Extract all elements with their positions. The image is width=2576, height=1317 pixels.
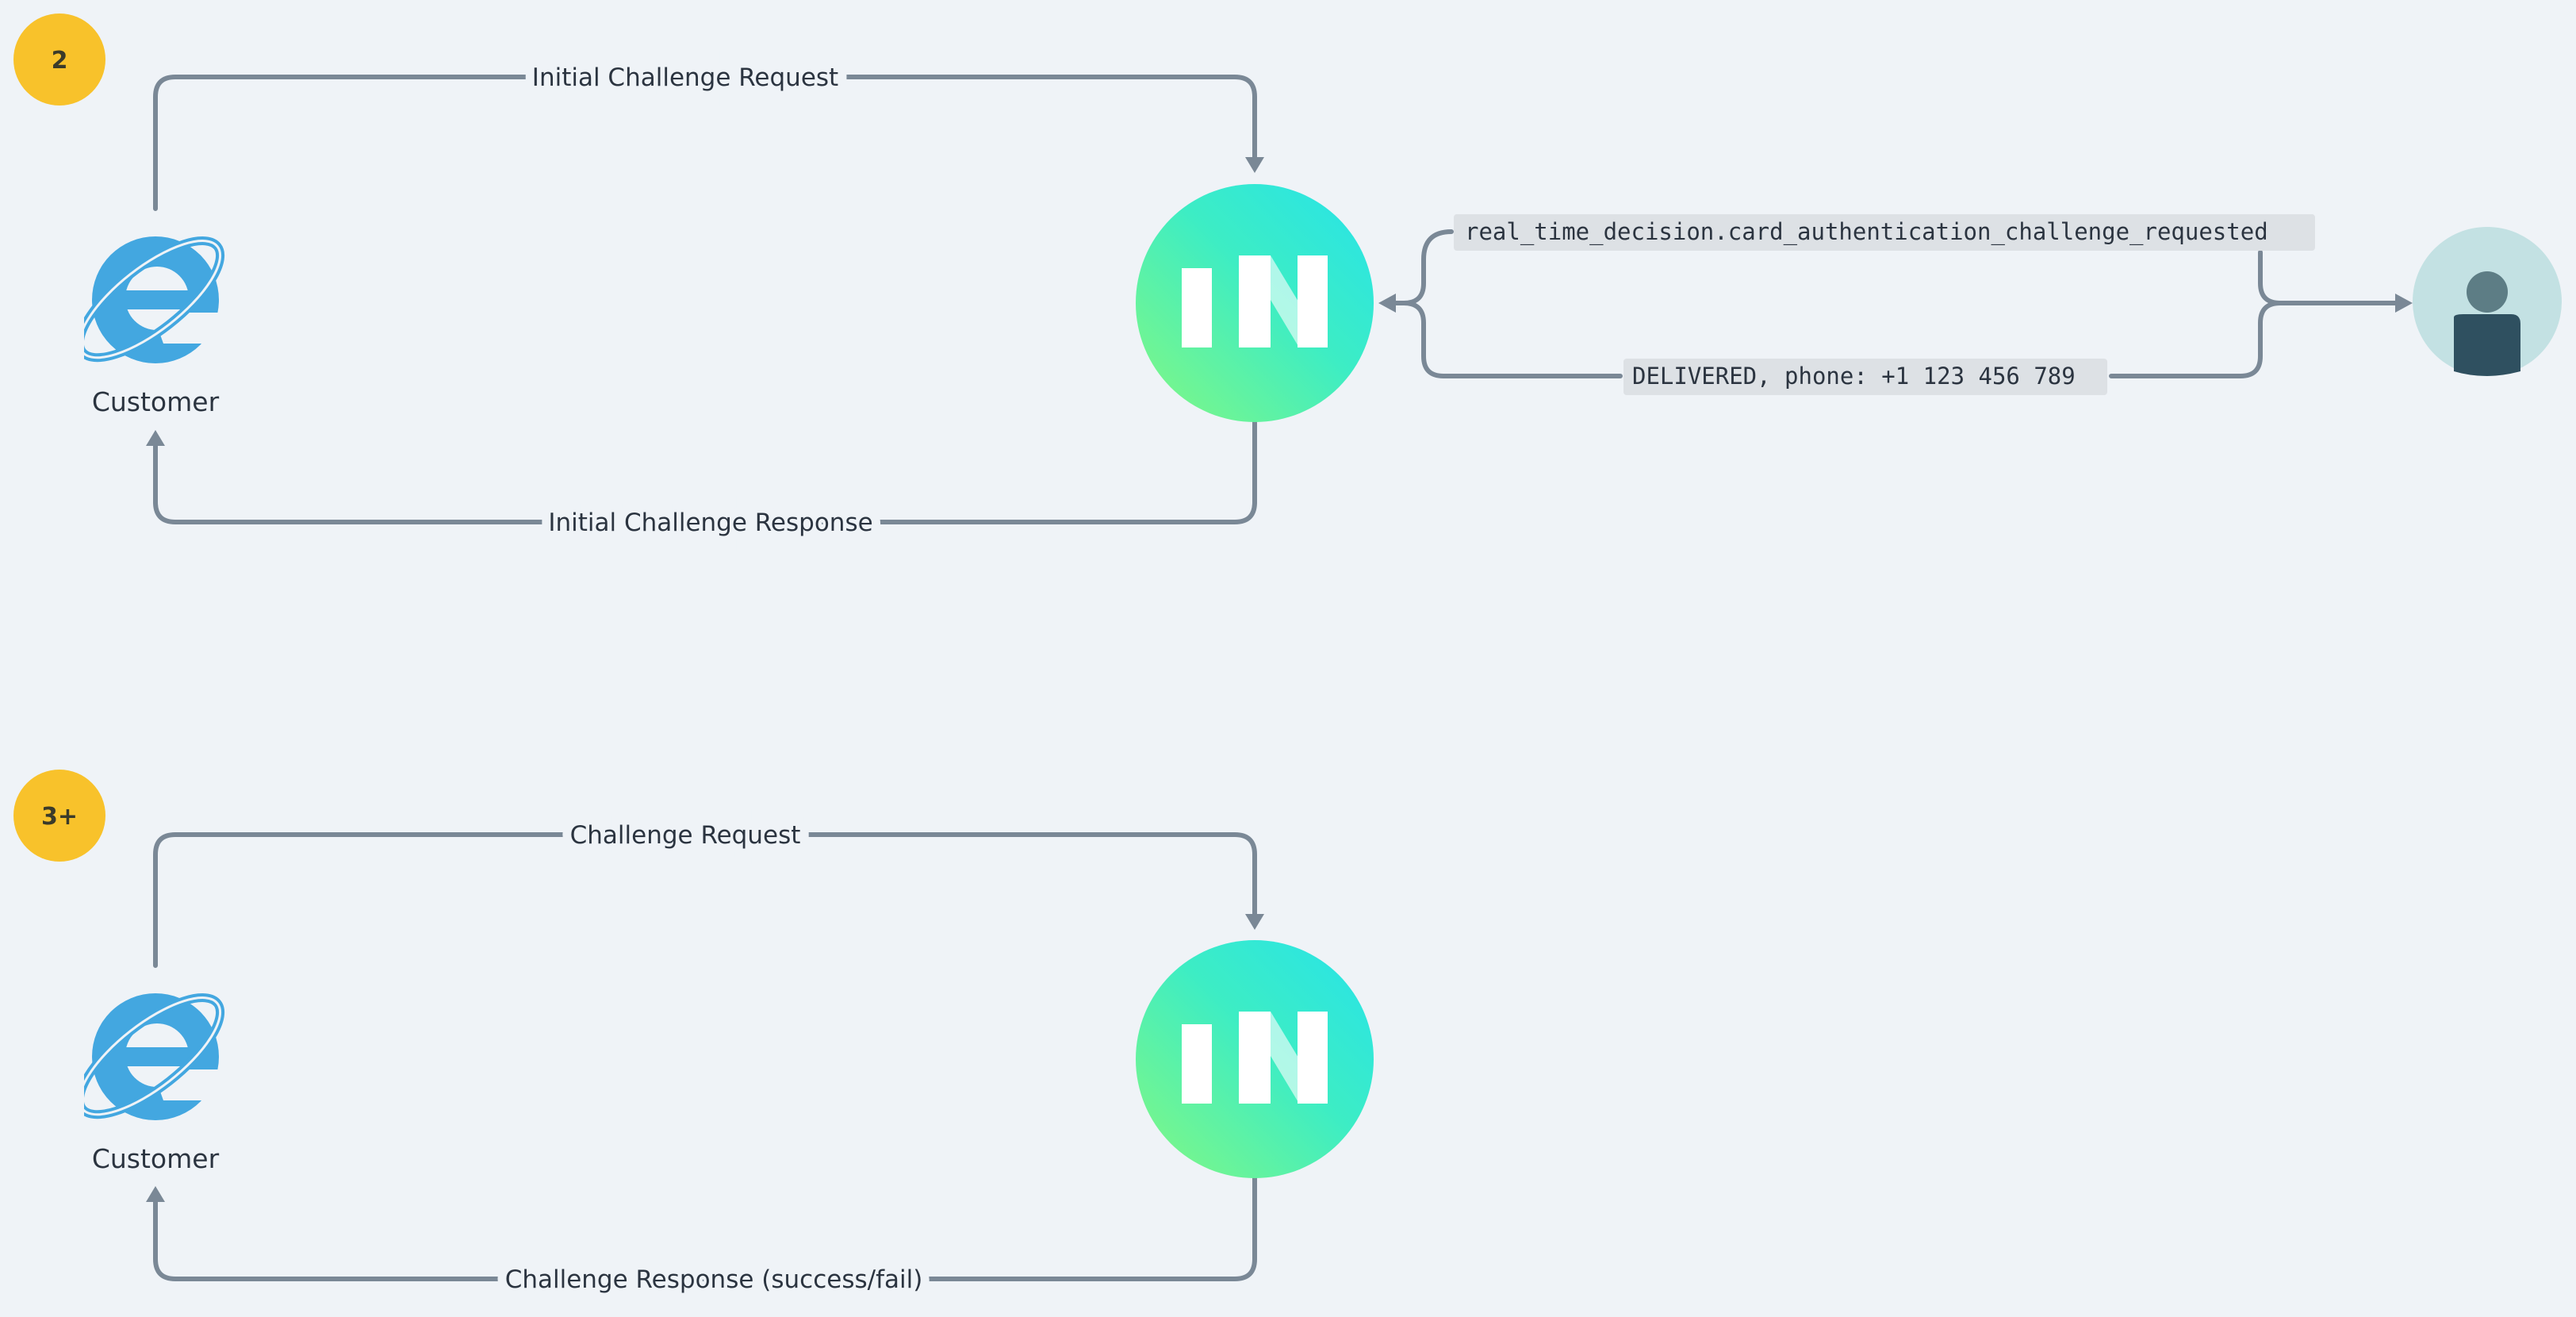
user-arrowhead [2395, 294, 2413, 313]
response-arrowhead [146, 430, 165, 446]
internet-explorer-icon [63, 221, 236, 377]
step-badge-label: 2 [52, 47, 68, 75]
request-connector [153, 75, 1257, 211]
section-initial-challenge: 2 Initial Challenge Request Initial Chal… [13, 13, 2562, 546]
request-connector [153, 832, 1257, 968]
response-connector [153, 1176, 1257, 1281]
step-badge: 2 [13, 13, 105, 106]
user-avatar-icon [2413, 227, 2562, 376]
customer-label: Customer [92, 1143, 220, 1174]
event-code-label: real_time_decision.card_authentication_c… [1454, 214, 2315, 251]
response-label: Initial Challenge Response [548, 509, 872, 537]
response-label: Challenge Response (success/fail) [505, 1265, 923, 1294]
reply-connector [2109, 301, 2283, 378]
event-connector [2258, 250, 2398, 305]
event-return-connector [1393, 229, 1454, 305]
section-repeat-challenge: 3+ Challenge Request Challenge Response … [13, 770, 1374, 1303]
increase-logo-icon [1136, 940, 1374, 1178]
step-badge: 3+ [13, 770, 105, 862]
response-arrowhead [146, 1186, 165, 1202]
increase-logo-icon [1136, 184, 1374, 422]
request-label: Initial Challenge Request [532, 63, 838, 92]
internet-explorer-icon [63, 978, 236, 1134]
customer-label: Customer [92, 386, 220, 417]
reply-text: DELIVERED, phone: +1 123 456 789 [1632, 363, 2076, 390]
step-badge-label: 3+ [41, 803, 78, 831]
response-connector [153, 420, 1257, 524]
request-arrowhead [1245, 157, 1264, 173]
reply-code-label: DELIVERED, phone: +1 123 456 789 [1623, 359, 2107, 395]
request-label: Challenge Request [570, 821, 801, 850]
reply-return-connector [1401, 301, 1623, 378]
event-name: real_time_decision.card_authentication_c… [1465, 218, 2268, 246]
platform-arrowhead [1378, 294, 1396, 313]
request-arrowhead [1245, 914, 1264, 930]
